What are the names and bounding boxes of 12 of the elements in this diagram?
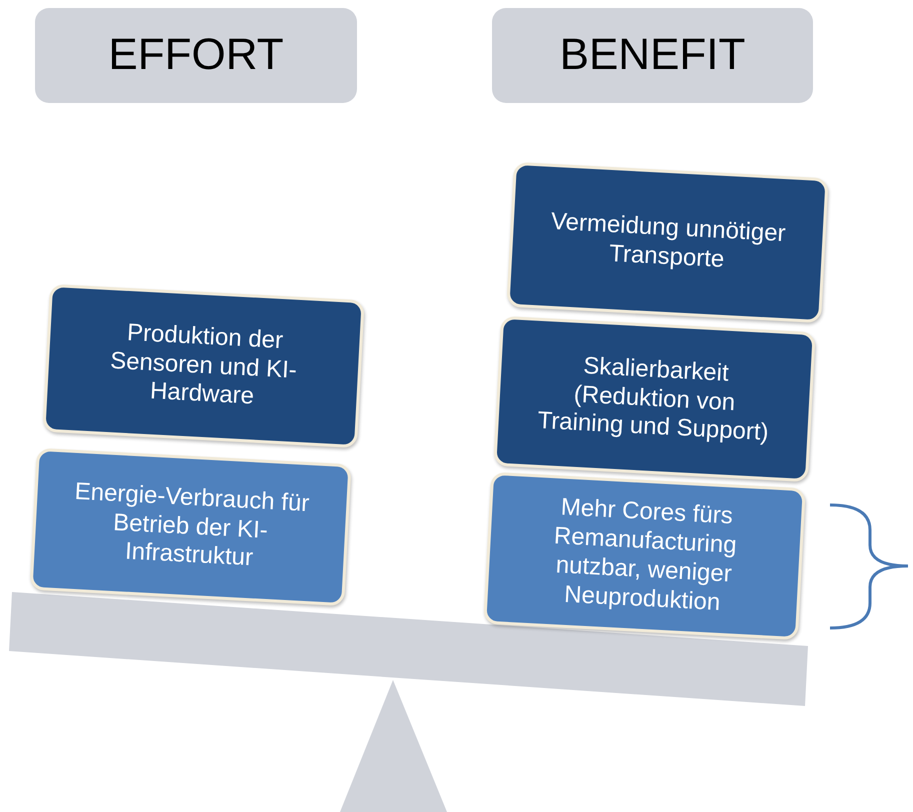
block-text: Vermeidung unnötiger Transporte xyxy=(549,208,788,274)
text-block xyxy=(493,316,816,482)
text-block xyxy=(30,448,352,606)
block-text: Energie-Verbrauch für Betrieb der KI-Infrastruktur xyxy=(73,478,311,574)
text-block xyxy=(506,162,829,324)
header-text: EFFORT xyxy=(108,29,284,82)
header-box xyxy=(492,8,813,103)
header-box xyxy=(35,8,357,103)
block-text: Skalierbarkeit (Reduktion von Training und Support) xyxy=(536,351,770,448)
block-text: Produktion der Sensoren und KI-Hardware xyxy=(108,318,299,412)
header-text: BENEFIT xyxy=(560,29,746,82)
block-text: Mehr Cores fürs Remanufacturing nutzbar, weniger Neuproduktion xyxy=(552,492,738,618)
